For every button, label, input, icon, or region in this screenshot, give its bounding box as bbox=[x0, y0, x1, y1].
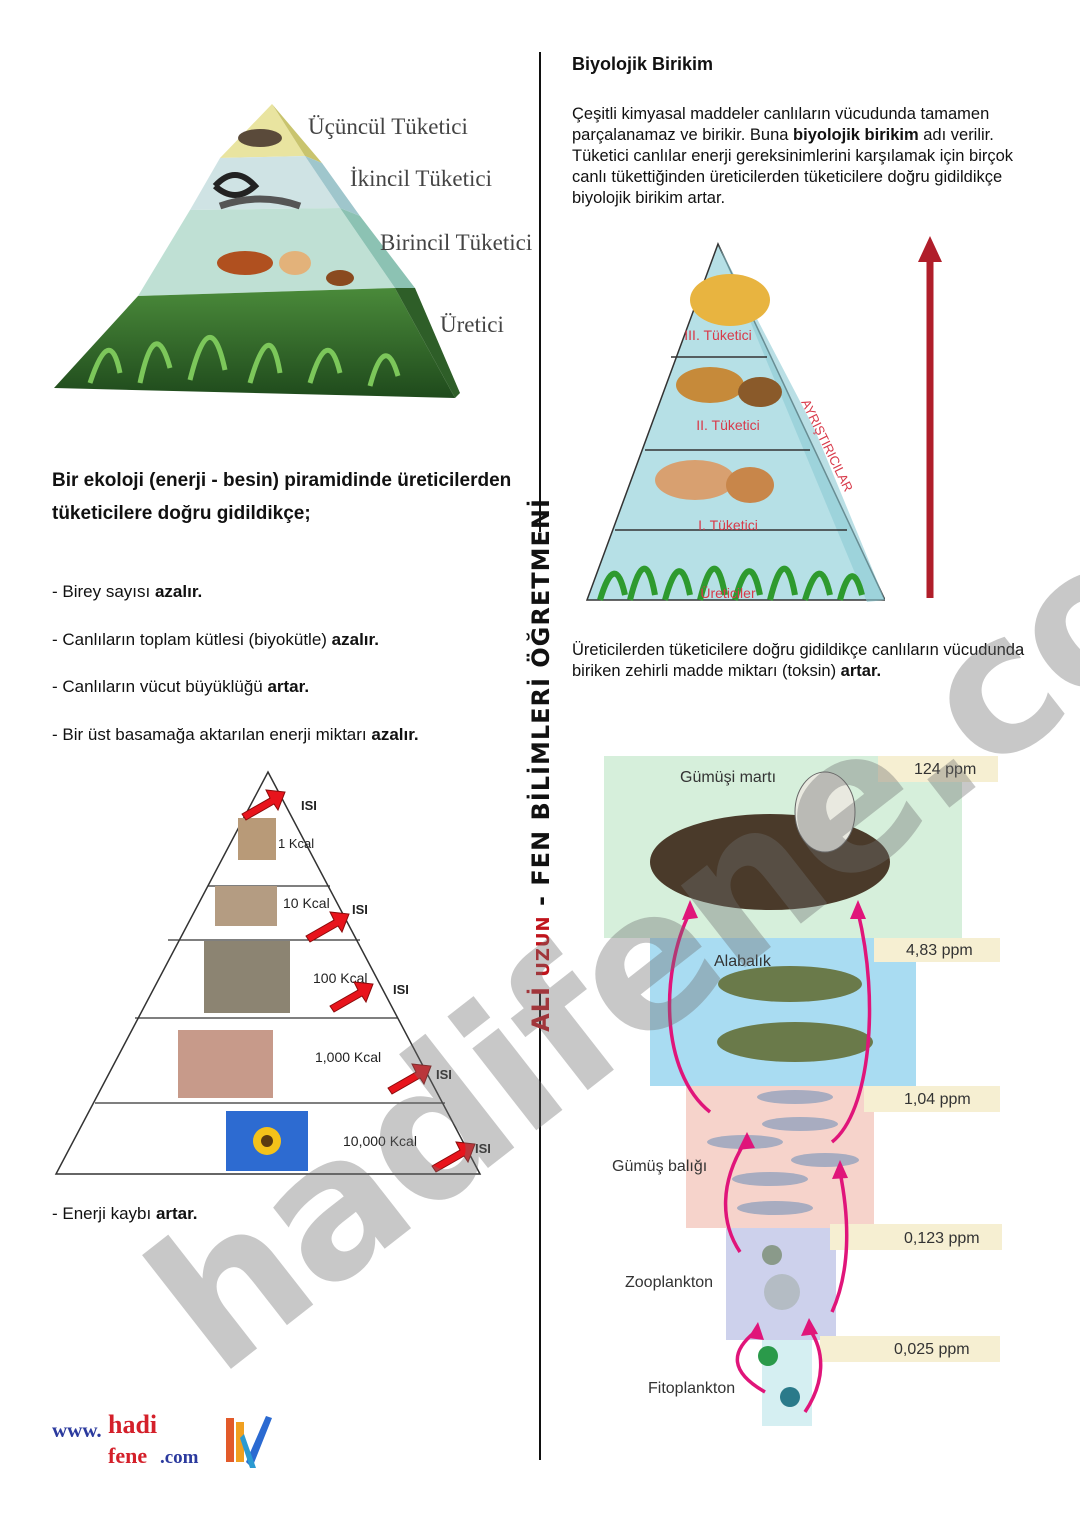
heat-arrow-icon bbox=[387, 1063, 432, 1095]
bio-level-producers: Üreticiler bbox=[700, 584, 756, 601]
energy-level-1: 1 Kcal bbox=[278, 836, 314, 851]
fox-icon bbox=[676, 367, 744, 403]
logo-www: www. bbox=[52, 1418, 102, 1442]
squirrel-icon bbox=[726, 467, 774, 503]
bioaccumulation-heading: Biyolojik Birikim bbox=[572, 54, 714, 74]
energy-level-2: 10 Kcal bbox=[283, 895, 330, 911]
silverside-icon bbox=[791, 1153, 859, 1167]
book-logo-icon bbox=[226, 1416, 272, 1468]
increase-arrow-icon bbox=[918, 236, 942, 598]
owl-photo bbox=[238, 818, 276, 860]
silverside-label: Gümüş balığı bbox=[612, 1158, 707, 1175]
pyramid-label-primary: Birincil Tüketici bbox=[380, 230, 532, 255]
heat-arrow-icon bbox=[305, 911, 350, 943]
energy-level-5: 10,000 Kcal bbox=[343, 1133, 417, 1149]
phytoplankton-label: Fitoplankton bbox=[648, 1380, 735, 1397]
silverside-icon bbox=[757, 1090, 833, 1104]
squirrel-icon bbox=[217, 251, 273, 275]
mouse-photo bbox=[204, 941, 290, 1013]
zooplankton-icon bbox=[762, 1245, 782, 1265]
beaver-icon bbox=[738, 377, 782, 407]
snake-photo bbox=[215, 886, 277, 926]
bullet-individual-count: - Birey sayısı azalır. bbox=[52, 582, 203, 601]
toxin-chain-diagram: Gümüşi martı Alabalık Gümüş balığı Zoopl… bbox=[604, 756, 1002, 1426]
ppm-silverside: 1,04 ppm bbox=[904, 1091, 971, 1108]
energy-pyramid: 1 Kcal 10 Kcal 100 Kcal 1,000 Kcal 10,00… bbox=[54, 770, 491, 1175]
phytoplankton-icon bbox=[780, 1387, 800, 1407]
ppm-gull: 124 ppm bbox=[914, 761, 976, 778]
toxin-paragraph: Üreticilerden tüketicilere doğru gidildi… bbox=[572, 641, 1025, 680]
heat-label: ISI bbox=[393, 982, 409, 997]
bio-level-primary: I. Tüketici bbox=[698, 517, 758, 533]
rabbit-icon bbox=[279, 251, 311, 275]
column-divider bbox=[539, 52, 541, 532]
logo-fene: fene bbox=[108, 1443, 148, 1468]
zooplankton-label: Zooplankton bbox=[625, 1274, 713, 1291]
bullet-body-size: - Canlıların vücut büyüklüğü artar. bbox=[52, 677, 310, 696]
bullet-energy-transfer: - Bir üst basamağa aktarılan enerji mikt… bbox=[52, 725, 419, 744]
bullet-energy-loss: - Enerji kaybı artar. bbox=[52, 1204, 198, 1223]
silverside-icon bbox=[737, 1201, 813, 1215]
heat-arrow-icon bbox=[431, 1141, 476, 1173]
ppm-zooplankton: 0,123 ppm bbox=[904, 1230, 980, 1247]
pyramid-label-tertiary: Üçüncül Tüketici bbox=[308, 114, 468, 139]
bullet-biomass: - Canlıların toplam kütlesi (biyokütle) … bbox=[52, 630, 379, 649]
logo-hadi: hadi bbox=[108, 1410, 158, 1439]
ecology-pyramid-heading: Bir ekoloji (enerji - besin) piramidinde… bbox=[52, 470, 512, 524]
trout-icon bbox=[717, 1022, 873, 1062]
phytoplankton-icon bbox=[758, 1346, 778, 1366]
ppm-trout: 4,83 ppm bbox=[906, 942, 973, 959]
heat-label: ISI bbox=[475, 1141, 491, 1156]
pyramid-label-producer: Üretici bbox=[440, 312, 504, 337]
energy-level-4: 1,000 Kcal bbox=[315, 1049, 381, 1065]
heat-label: ISI bbox=[301, 798, 317, 813]
trout-icon bbox=[718, 966, 862, 1002]
gull-label: Gümüşi martı bbox=[680, 769, 776, 786]
logo-com: .com bbox=[160, 1447, 199, 1468]
bioaccumulation-pyramid: III. Tüketici II. Tüketici I. Tüketici Ü… bbox=[585, 242, 885, 602]
grass-icon bbox=[87, 334, 401, 387]
bio-level-tertiary: III. Tüketici bbox=[684, 327, 751, 343]
grass-icon bbox=[597, 565, 865, 601]
bio-level-secondary: II. Tüketici bbox=[696, 417, 760, 433]
bioaccumulation-paragraph: Çeşitli kimyasal maddeler canlıların vüc… bbox=[572, 105, 1014, 207]
trophic-pyramid-illustration: Üçüncül Tüketici İkincil Tüketici Birinc… bbox=[54, 104, 532, 398]
pyramid-tier-producer bbox=[54, 288, 455, 398]
heat-label: ISI bbox=[436, 1067, 452, 1082]
hawk-icon bbox=[238, 129, 282, 147]
pyramid-label-secondary: İkincil Tüketici bbox=[350, 166, 492, 191]
heat-arrow-icon bbox=[241, 789, 286, 821]
ppm-phytoplankton: 0,025 ppm bbox=[894, 1341, 970, 1358]
silverside-icon bbox=[762, 1117, 838, 1131]
heat-label: ISI bbox=[352, 902, 368, 917]
snake-icon bbox=[212, 172, 260, 198]
column-divider bbox=[539, 990, 541, 1460]
zooplankton-icon bbox=[764, 1274, 800, 1310]
gull-icon bbox=[794, 771, 856, 853]
grasshopper-photo bbox=[178, 1030, 273, 1098]
silverside-icon bbox=[732, 1172, 808, 1186]
heat-arrow-icon bbox=[329, 981, 374, 1013]
antelope-icon bbox=[655, 460, 735, 500]
trout-label: Alabalık bbox=[714, 953, 772, 970]
lion-icon bbox=[690, 274, 770, 326]
